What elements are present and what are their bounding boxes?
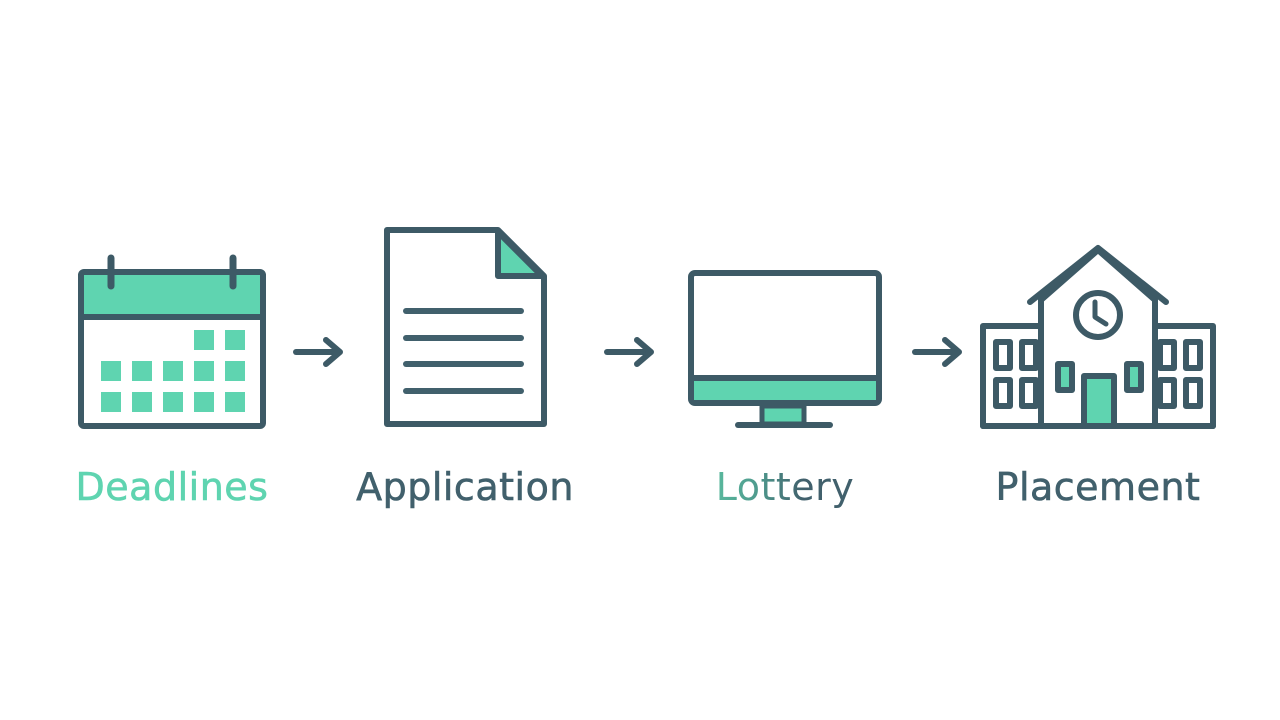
monitor-icon (688, 270, 882, 428)
step-deadlines (76, 252, 268, 432)
connector-arrow-1 (292, 336, 346, 368)
step-application (380, 224, 552, 432)
calendar-icon (78, 254, 266, 429)
step-label-placement: Placement (995, 465, 1201, 510)
connector-arrow-3 (911, 336, 965, 368)
step-lottery (686, 268, 884, 432)
step-label-lottery: Lottery (692, 462, 878, 512)
arrow-right-icon (293, 337, 343, 367)
arrow-right-icon (604, 337, 654, 367)
arrow-right-icon (912, 337, 962, 367)
school-building-icon (980, 245, 1216, 429)
step-label-application: Application (356, 465, 574, 510)
step-label-deadlines: Deadlines (75, 465, 269, 510)
document-icon (384, 227, 547, 427)
step-placement (978, 244, 1218, 432)
connector-arrow-2 (603, 336, 657, 368)
